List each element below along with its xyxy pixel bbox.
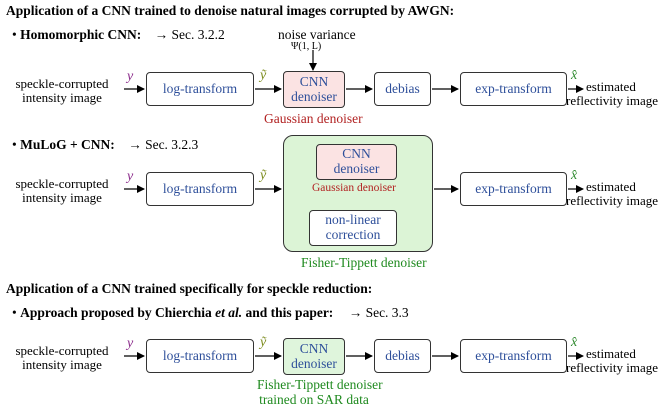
input-line1: speckle-corrupted [15,176,109,191]
symbol-y-2: y [127,169,134,184]
debias-box-3: debias [374,339,431,373]
mulog-label: MuLoG + CNN: [20,137,115,152]
cnn-line2: denoiser [333,161,380,176]
input-label-2: speckle-corrupted intensity image [6,177,118,204]
caption-fisher: Fisher-Tippett denoiser [301,255,427,270]
caption-gaussian-2: Gaussian denoiser [312,182,396,194]
debias-label: debias [385,347,420,363]
proposed-label-c: and this paper: [242,305,334,320]
mulog-ref: → Sec. 3.2.3 [128,137,199,152]
cnn-line1: CNN [342,146,371,162]
bullet: • [12,305,21,320]
noise-variance-label: noise variance [278,27,356,42]
symbol-xhat-2: x̂ [571,168,578,183]
input-label-3: speckle-corrupted intensity image [6,344,118,371]
caption-fisher-sar: Fisher-Tippett denoiser trained on SAR d… [257,377,383,408]
proposed-label-a: Approach proposed by Chierchia [20,305,216,320]
log-transform-box-3: log-transform [146,339,254,373]
input-line1: speckle-corrupted [15,343,109,358]
output-line2: reflectivity image [566,92,659,108]
exp-transform-label: exp-transform [475,180,552,196]
output-label-2: estimated reflectivity image [566,179,658,207]
exp-transform-label: exp-transform [475,80,552,96]
exp-transform-box-3: exp-transform [460,339,567,373]
log-transform-box-1: log-transform [146,72,254,106]
homomorphic-ref: → Sec. 3.2.2 [154,27,225,42]
symbol-xhat-3: x̂ [571,335,578,350]
output-line2: reflectivity image [566,192,659,208]
log-transform-label: log-transform [162,347,238,363]
input-line2: intensity image [22,356,102,372]
nonlinear-line1: non-linear [325,212,381,228]
output-line1: estimated [586,346,636,361]
row-label-mulog: • MuLoG + CNN: → Sec. 3.2.3 [12,138,198,152]
symbol-ytilde-1: ỹ [260,68,267,83]
fisher-sar-line2: trained on SAR data [259,391,369,407]
fisher-sar-line1: Fisher-Tippett denoiser [257,377,383,392]
input-line1: speckle-corrupted [15,76,109,91]
output-line1: estimated [586,179,636,194]
heading-awgn: Application of a CNN trained to denoise … [6,3,455,18]
output-label-1: estimated reflectivity image [566,79,658,107]
log-transform-label: log-transform [162,180,238,196]
input-label-1: speckle-corrupted intensity image [6,77,118,104]
input-line2: intensity image [22,189,102,205]
cnn-line2: denoiser [291,88,337,104]
caption-gaussian-1: Gaussian denoiser [264,111,363,126]
log-transform-box-2: log-transform [146,172,254,206]
symbol-xhat-1: x̂ [571,68,578,83]
noise-formula: Ψ(1, L) [291,41,322,52]
exp-transform-label: exp-transform [475,347,552,363]
debias-label: debias [385,80,420,96]
symbol-y-1: y [127,69,134,84]
proposed-ref: → Sec. 3.3 [348,305,409,320]
input-line2: intensity image [22,89,102,105]
exp-transform-box-2: exp-transform [460,172,567,206]
proposed-label-b: et al. [215,305,243,320]
log-transform-label: log-transform [162,80,238,96]
output-line1: estimated [586,79,636,94]
row-label-proposed: • Approach proposed by Chierchia et al. … [12,306,409,320]
homomorphic-label: Homomorphic CNN: [20,27,142,42]
symbol-y-3: y [127,336,134,351]
row-label-homomorphic: • Homomorphic CNN: → Sec. 3.2.2 [12,28,225,42]
debias-box-1: debias [374,72,431,106]
cnn-line1: CNN [299,73,329,89]
bullet: • [12,137,21,152]
output-label-3: estimated reflectivity image [566,346,658,374]
symbol-ytilde-2: ỹ [260,168,267,183]
cnn-line1: CNN [299,340,329,356]
exp-transform-box-1: exp-transform [460,72,567,106]
nonlinear-line2: correction [325,227,381,242]
heading-speckle: Application of a CNN trained specificall… [6,281,373,296]
symbol-ytilde-3: ỹ [260,335,267,350]
output-line2: reflectivity image [566,359,659,375]
cnn-line2: denoiser [291,355,337,371]
bullet: • [12,27,21,42]
